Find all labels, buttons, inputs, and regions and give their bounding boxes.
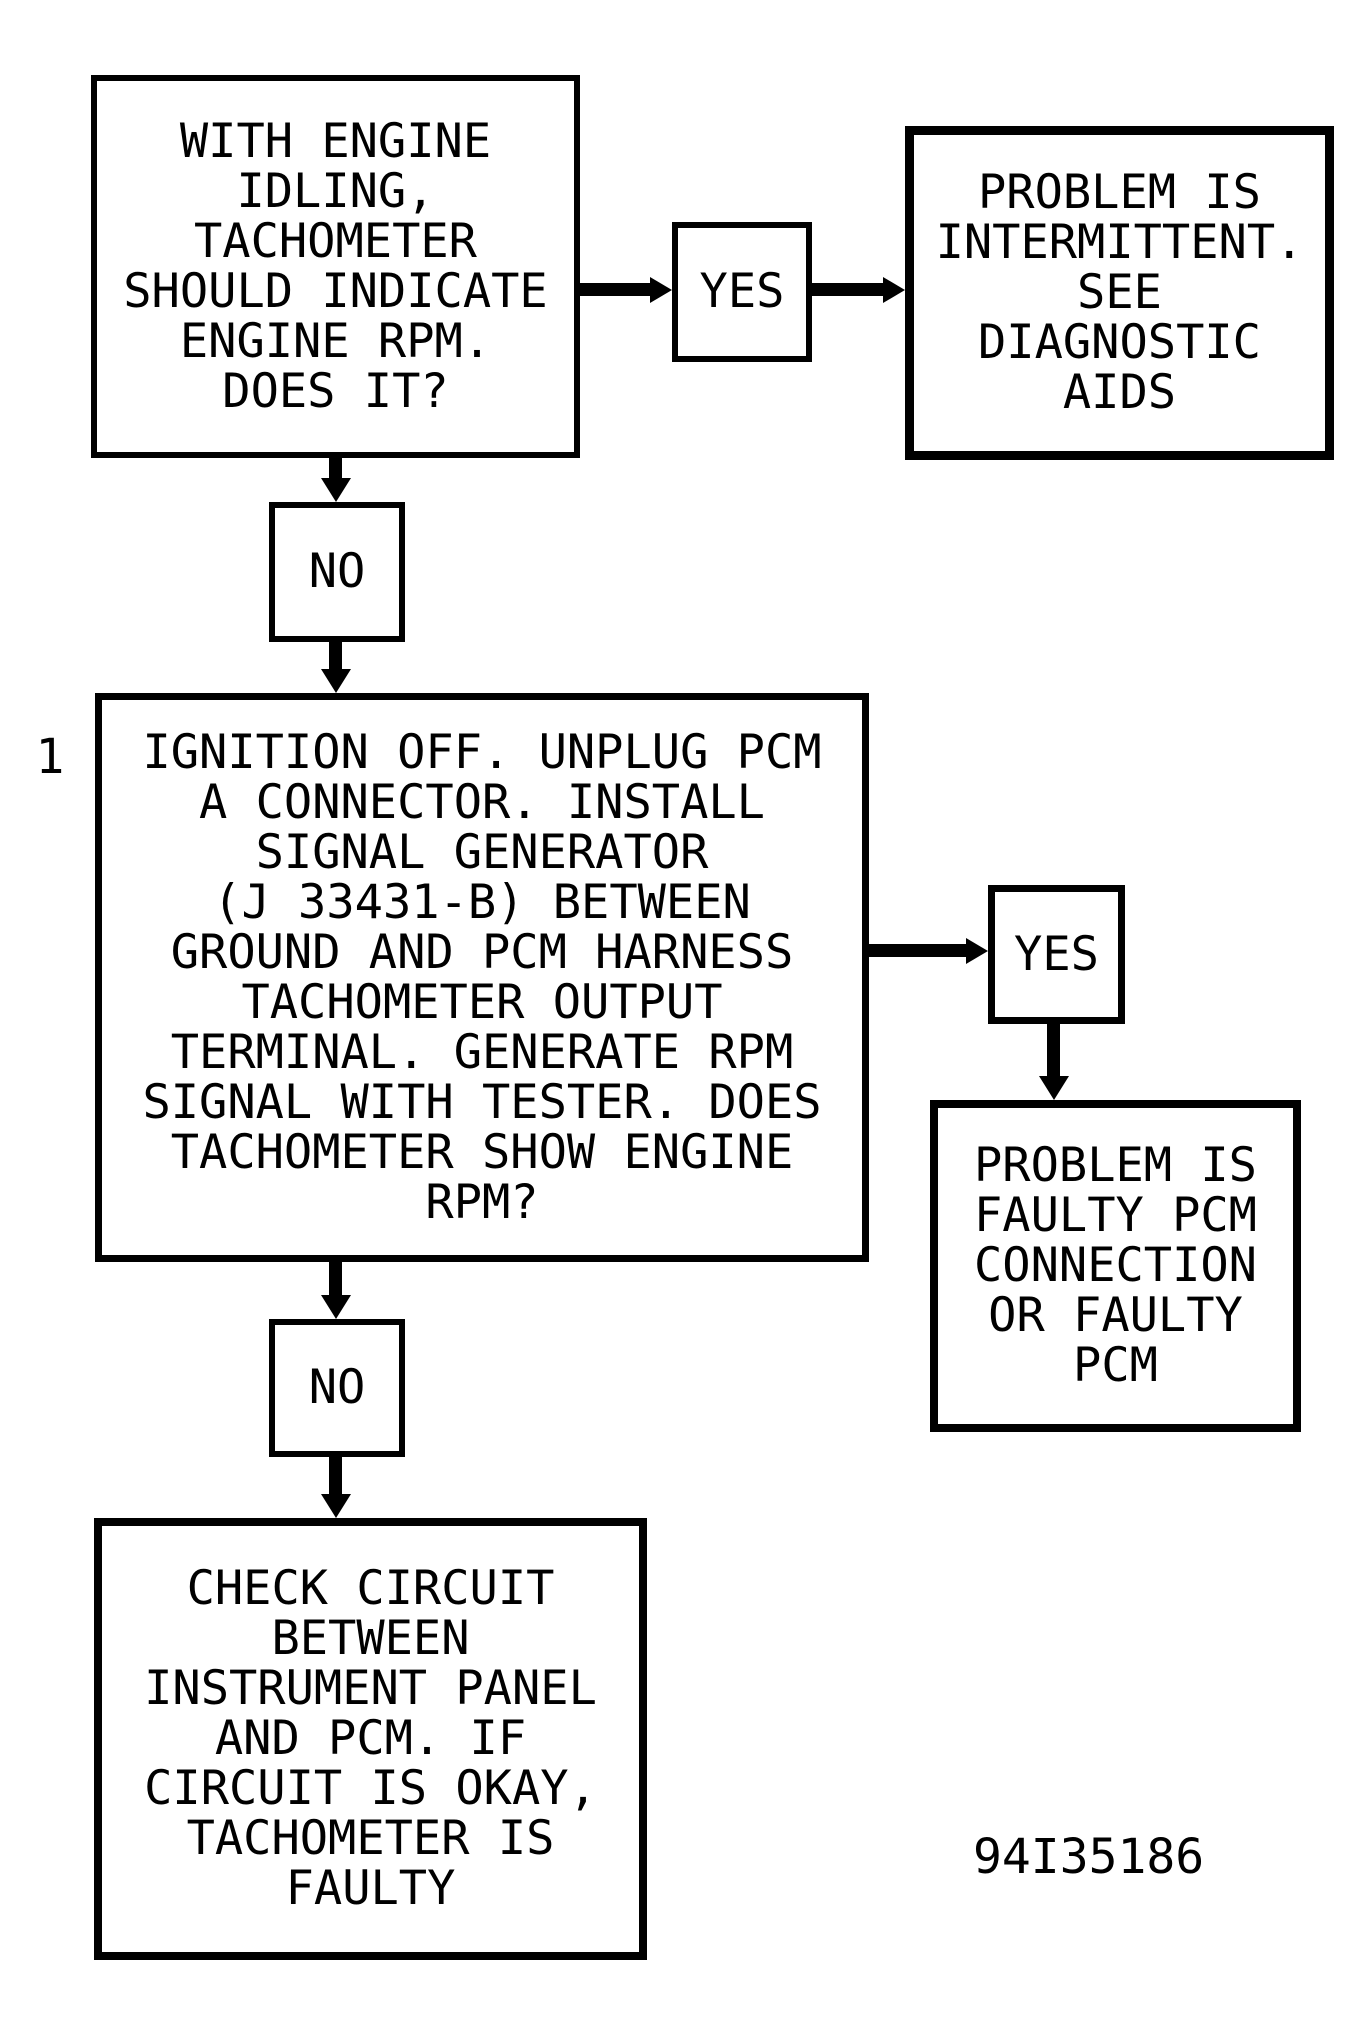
flowchart-box-engine-idling-question: WITH ENGINE IDLING, TACHOMETER SHOULD IN…: [91, 75, 580, 458]
flowchart-box-yes-2: YES: [988, 885, 1125, 1024]
flowchart-box-signal-generator-test: IGNITION OFF. UNPLUG PCM A CONNECTOR. IN…: [95, 693, 869, 1262]
arrow-down-yes-to-faulty-pcm: [1038, 1024, 1069, 1100]
arrow-right-yes-to-intermittent: [812, 276, 905, 303]
arrow-down-no-to-step1: [320, 642, 351, 693]
arrow-right-q1-to-yes: [580, 276, 672, 303]
flowchart-box-no-2: NO: [269, 1319, 405, 1457]
arrow-down-no-to-check-circuit: [320, 1457, 351, 1518]
flowchart-box-problem-faulty-pcm: PROBLEM IS FAULTY PCM CONNECTION OR FAUL…: [930, 1100, 1301, 1432]
figure-code: 94I35186: [973, 1829, 1205, 1885]
arrow-right-step1-to-yes: [869, 937, 988, 964]
step-number-label: 1: [35, 729, 65, 785]
flowchart-box-check-circuit: CHECK CIRCUIT BETWEEN INSTRUMENT PANEL A…: [94, 1518, 647, 1960]
flowchart-box-yes-1: YES: [672, 222, 812, 362]
flowchart-box-problem-intermittent: PROBLEM IS INTERMITTENT. SEE DIAGNOSTIC …: [905, 126, 1334, 460]
flowchart-box-no-1: NO: [269, 502, 405, 642]
arrow-down-q1-to-no: [320, 458, 351, 502]
arrow-down-step1-to-no: [320, 1262, 351, 1319]
